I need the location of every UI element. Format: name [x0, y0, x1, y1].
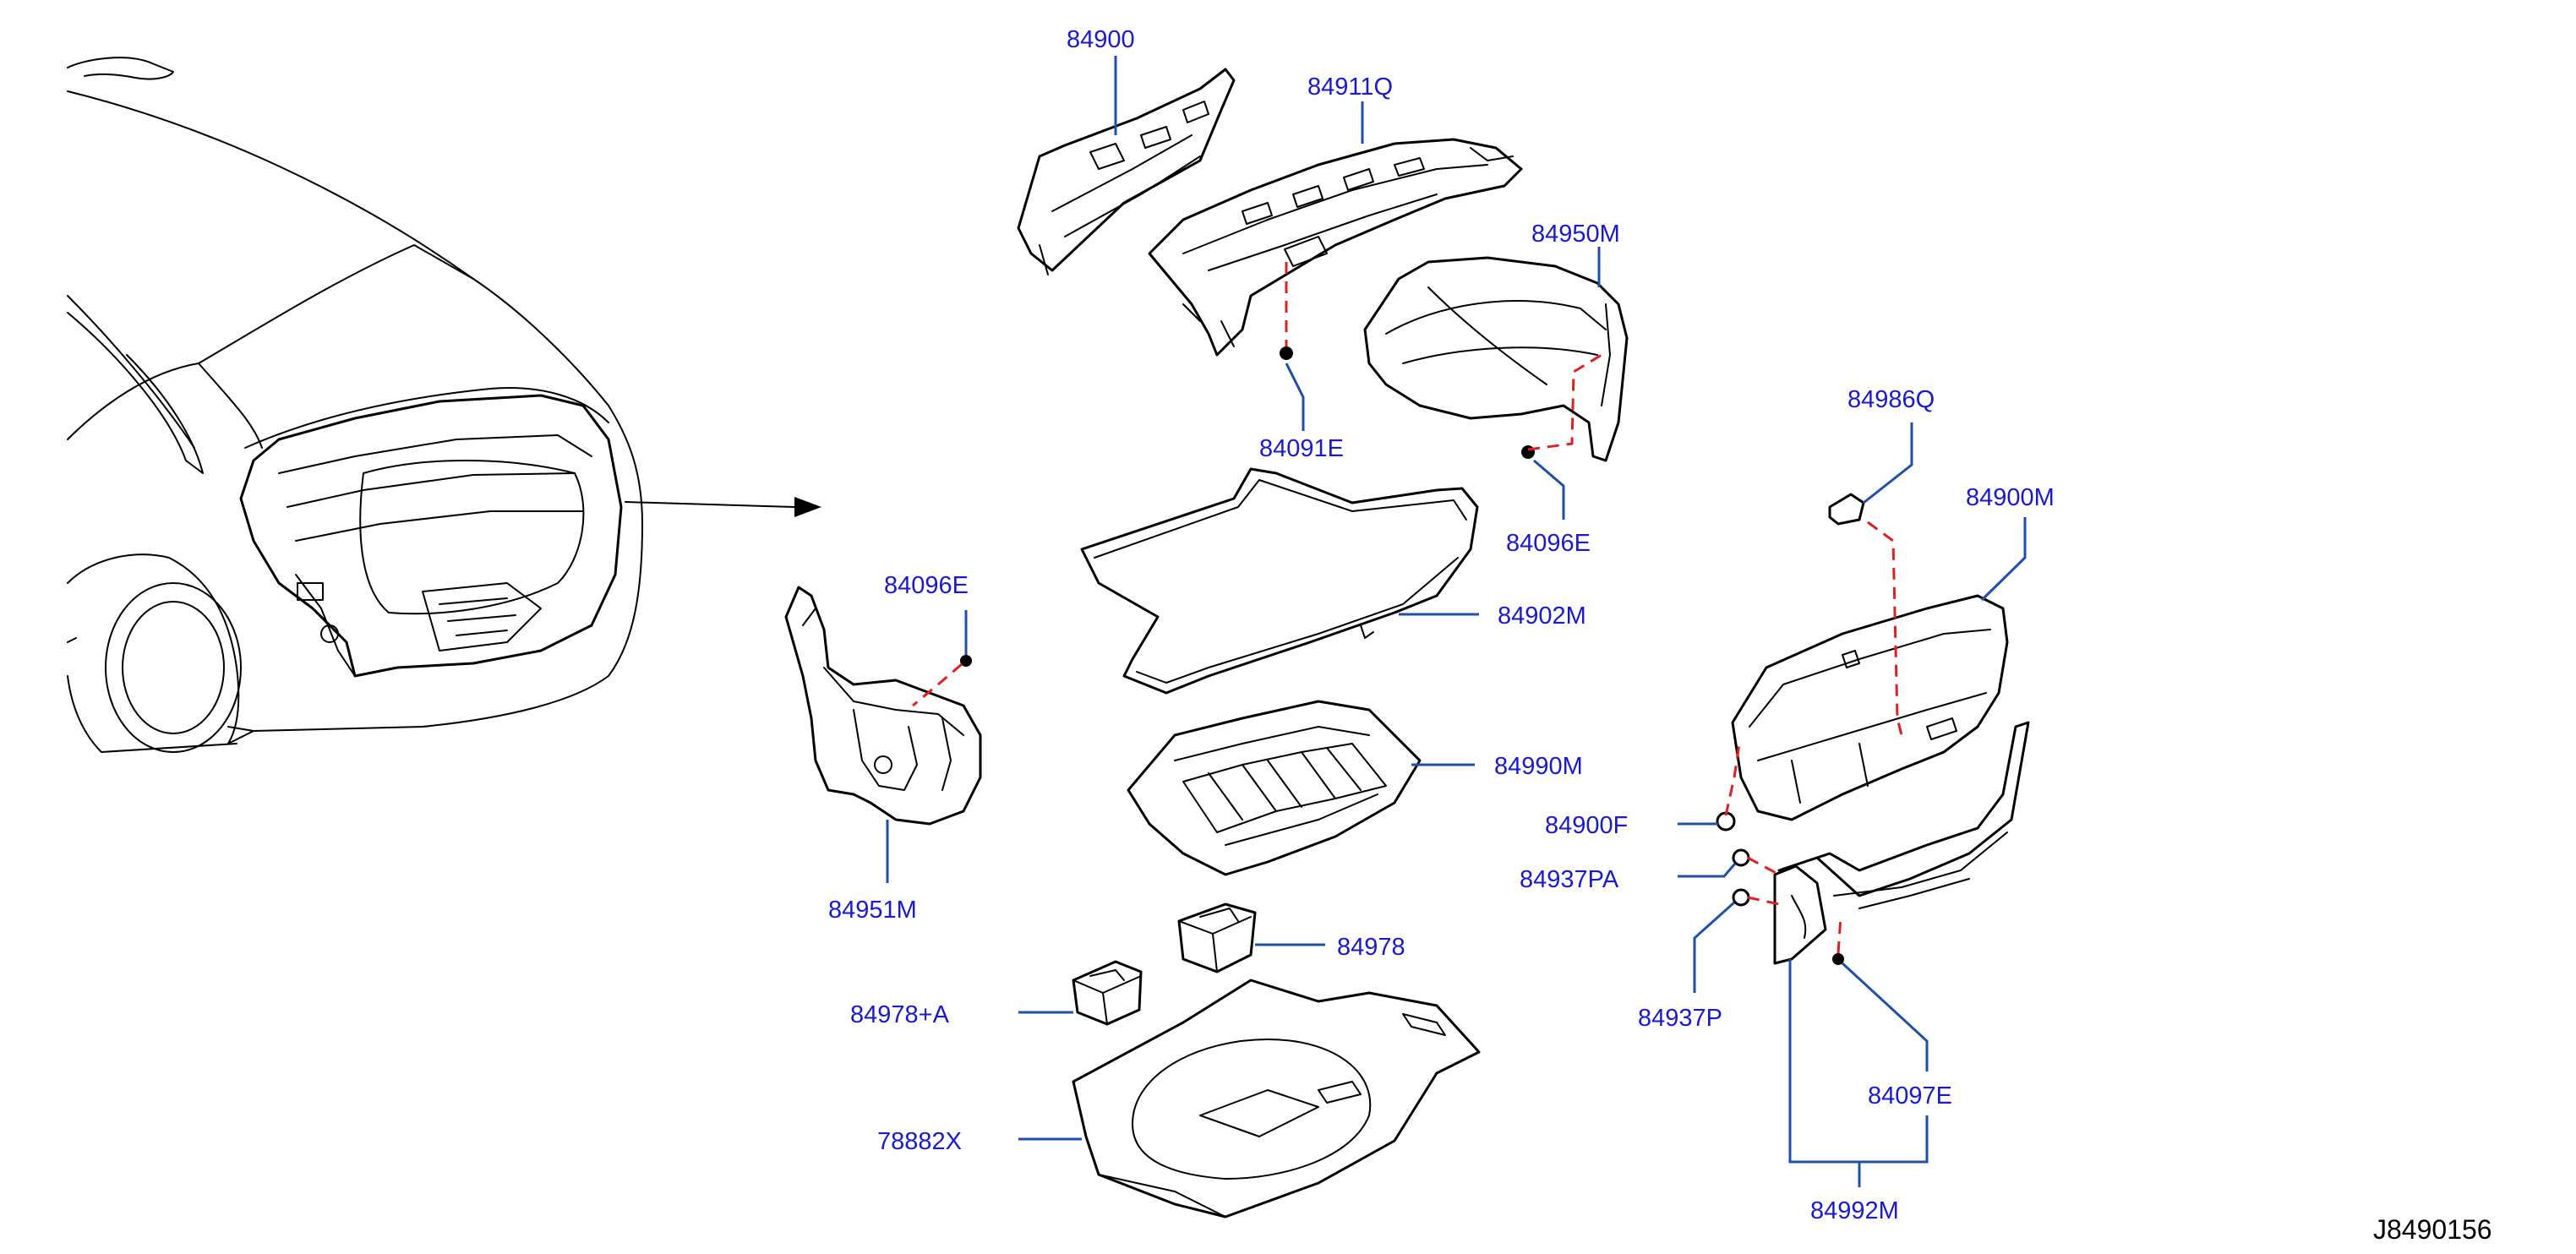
leader-84096e-right — [1533, 459, 1565, 520]
label-84096e-right: 84096E — [1506, 530, 1591, 557]
part-84900m-trunk-lid-finisher — [1731, 594, 2009, 821]
label-84911q: 84911Q — [1307, 74, 1393, 101]
label-84992m: 84992M — [1810, 1197, 1899, 1224]
part-84911q-parcel-trim — [1148, 138, 1523, 357]
part-84900-shelf-trim — [1017, 68, 1236, 275]
label-84096e-left: 84096E — [884, 572, 969, 599]
part-labels: 84900 84911Q 84950M 84091E 84096E 84096E… — [828, 26, 2492, 1245]
part-84990m-tool-tray — [1127, 700, 1422, 876]
leader-84937pa — [1678, 863, 1737, 878]
dash-84986q — [1867, 521, 1903, 736]
clip-84937p — [1732, 888, 1750, 907]
part-78882x-trunk-floor — [1072, 979, 1481, 1219]
label-84950m: 84950M — [1531, 221, 1620, 248]
label-78882x: 78882X — [877, 1128, 962, 1155]
clip-84097e — [1832, 953, 1844, 965]
leader-84091e — [1285, 363, 1305, 431]
leader-84986q — [1863, 423, 1913, 504]
label-84097e: 84097E — [1868, 1082, 1952, 1110]
clip-84096e-left — [960, 655, 972, 667]
part-84978-storage-box — [1177, 902, 1257, 973]
dash-84097e — [1836, 916, 1842, 954]
part-84992m-lower-finisher — [1773, 721, 2030, 965]
clip-84091e — [1280, 346, 1293, 360]
diagram-code: J8490156 — [2373, 1214, 2492, 1245]
part-84951m-side-finisher — [784, 586, 982, 826]
dash-84900f — [1724, 743, 1741, 816]
label-84937pa: 84937PA — [1520, 866, 1619, 893]
dash-84096e-right — [1527, 353, 1602, 451]
label-84978: 84978 — [1337, 934, 1405, 961]
label-84951m: 84951M — [828, 897, 917, 924]
clip-84096e-right — [1521, 445, 1535, 459]
leader-84900m — [1980, 517, 2027, 602]
leader-84097e — [1841, 962, 1929, 1071]
leader-84992m — [1788, 959, 1929, 1187]
leader-84937p — [1693, 901, 1735, 993]
dash-84937pa — [1747, 856, 1780, 876]
label-84900f: 84900F — [1545, 812, 1628, 839]
part-84902m-trunk-mat — [1080, 467, 1479, 695]
label-84986q: 84986Q — [1847, 386, 1935, 413]
clip-84937pa — [1732, 848, 1750, 867]
part-84978a-storage-box — [1072, 960, 1143, 1026]
leader-lines — [886, 56, 2027, 1187]
label-84902m: 84902M — [1498, 602, 1586, 630]
vehicle-rear-illustration — [67, 57, 821, 753]
dash-84937p — [1747, 896, 1780, 906]
label-84990m: 84990M — [1494, 753, 1583, 780]
label-84937p: 84937P — [1638, 1005, 1722, 1032]
part-84950m-trunk-trim — [1363, 256, 1629, 462]
label-84900m: 84900M — [1966, 484, 2055, 511]
label-84978a: 84978+A — [850, 1001, 950, 1028]
label-84091e: 84091E — [1259, 435, 1344, 462]
dash-84096e-left — [912, 662, 963, 707]
label-84900: 84900 — [1067, 26, 1135, 53]
clip-84986q — [1828, 493, 1865, 526]
assembly-dashed-lines — [912, 262, 1903, 954]
